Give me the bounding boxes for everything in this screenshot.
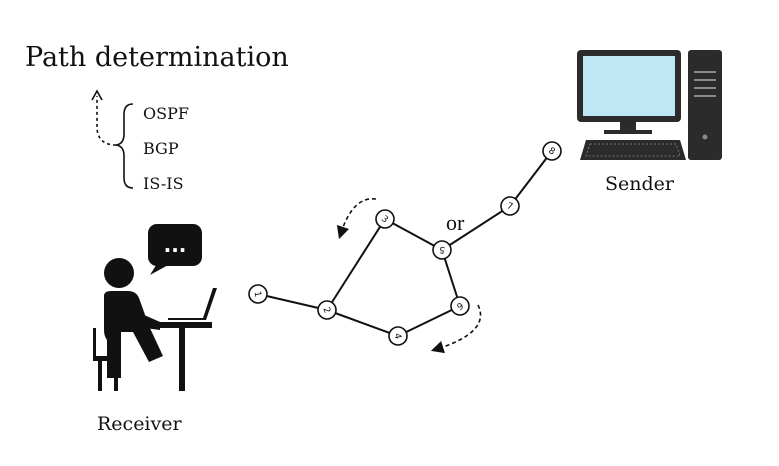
protocol-brace <box>115 103 134 189</box>
dashed-route-arrow-icon <box>430 304 482 354</box>
person-at-laptop-icon <box>93 258 217 391</box>
network-node-1: 1 <box>248 284 268 304</box>
protocol-ospf: OSPF <box>143 104 189 123</box>
network-link-2-3 <box>326 218 386 311</box>
network-node-circle <box>375 209 395 229</box>
receiver-label: Receiver <box>97 413 182 435</box>
sender-label: Sender <box>605 173 675 195</box>
network-node-label: 7 <box>505 201 514 212</box>
dashed-route-arrow-icon <box>336 198 377 240</box>
network-node-label: 8 <box>547 146 557 158</box>
network-node-circle <box>388 326 408 346</box>
network-node-label: 1 <box>252 290 263 297</box>
network-node-circle <box>432 240 452 260</box>
network-node-circle <box>542 141 562 161</box>
network-link-5-6 <box>441 249 461 307</box>
network-link-7-8 <box>509 150 553 207</box>
protocol-isis: IS-IS <box>143 174 184 193</box>
network-link-4-6 <box>397 305 461 337</box>
network-node-4: 4 <box>388 326 408 346</box>
network-node-circle <box>500 196 520 216</box>
network-node-circle <box>317 300 337 320</box>
network-node-circle <box>450 296 470 316</box>
network-node-label: 6 <box>454 299 464 311</box>
dashed-up-arrow-icon <box>91 89 117 146</box>
network-node-label: 5 <box>438 244 445 255</box>
network-node-2: 2 <box>317 300 337 320</box>
network-node-7: 7 <box>500 196 520 216</box>
network-node-6: 6 <box>450 296 470 316</box>
network-link-5-7 <box>441 205 511 251</box>
network-link-3-5 <box>384 218 443 251</box>
path-alternative-label: or <box>446 210 465 235</box>
network-node-label: 3 <box>379 214 390 225</box>
network-node-circle <box>248 284 268 304</box>
network-node-label: 2 <box>320 306 331 315</box>
speech-bubble-text: ... <box>164 233 187 257</box>
speech-bubble-icon: ... <box>148 224 202 275</box>
network-node-3: 3 <box>375 209 395 229</box>
network-node-5: 5 <box>432 240 452 260</box>
network-links <box>257 150 553 337</box>
desktop-computer-icon <box>577 50 722 160</box>
page-title: Path determination <box>25 42 289 73</box>
network-nodes: 1 2 3 4 5 6 7 8 <box>248 141 562 346</box>
protocol-bgp: BGP <box>143 139 179 158</box>
network-link-1-2 <box>257 293 328 311</box>
network-link-2-4 <box>326 309 399 337</box>
network-node-label: 4 <box>392 332 403 340</box>
network-node-8: 8 <box>542 141 562 161</box>
